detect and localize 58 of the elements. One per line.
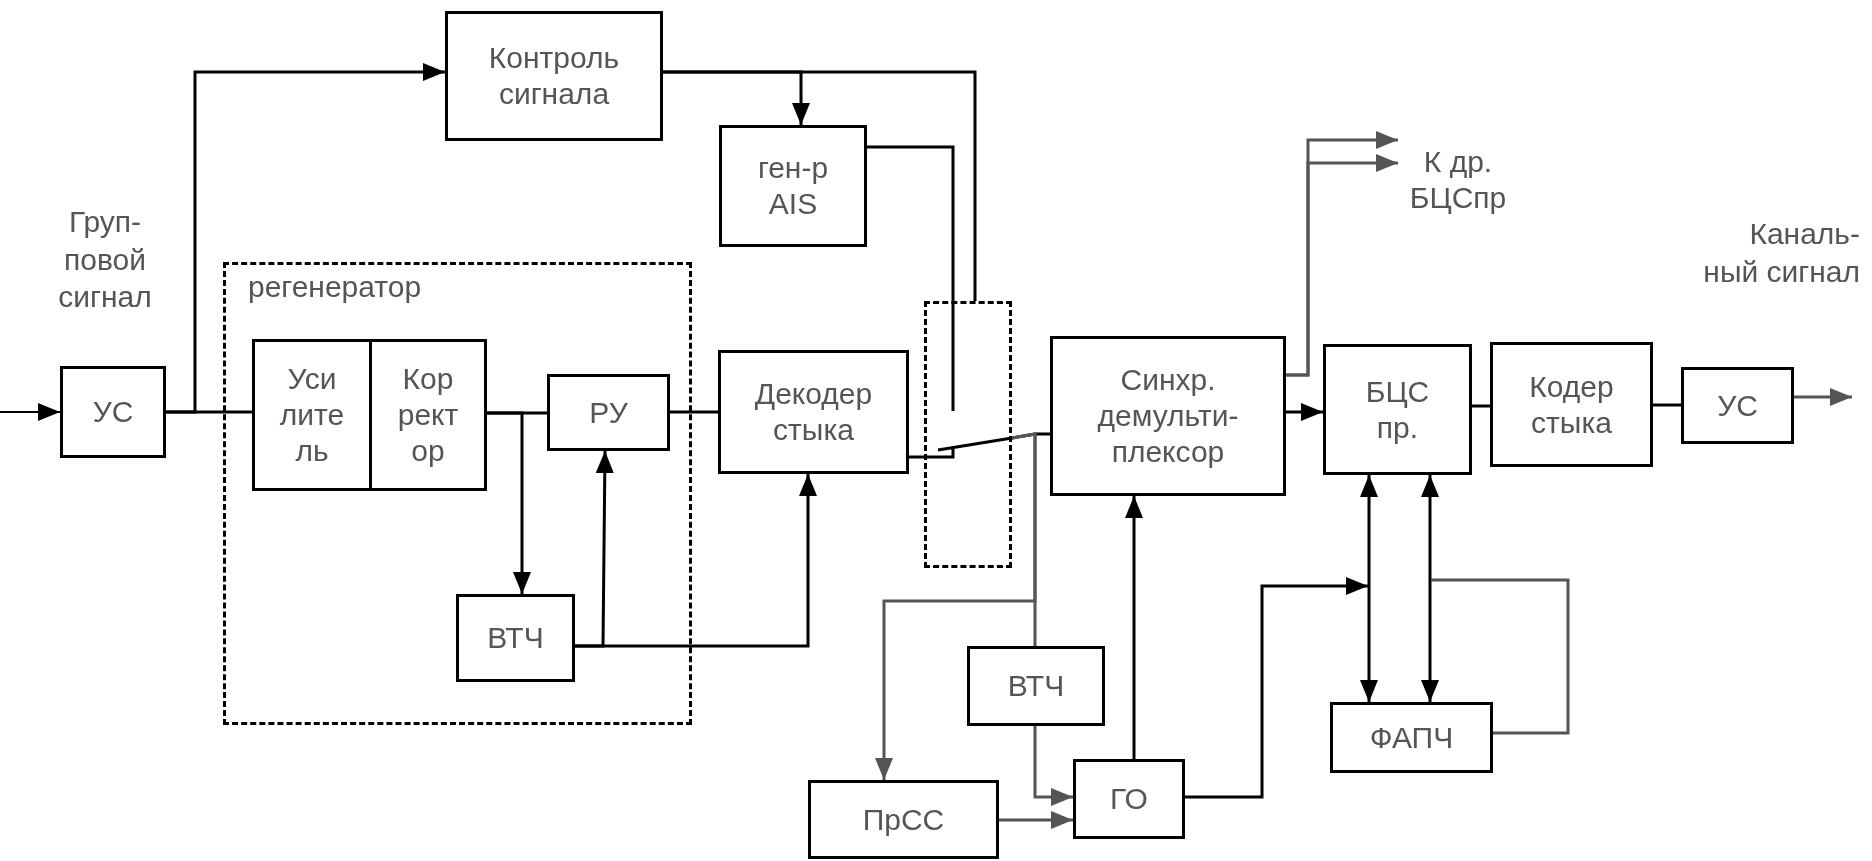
connector-line — [670, 410, 718, 414]
block-label: РУ — [589, 394, 628, 431]
arrow — [1421, 475, 1439, 702]
connector-line — [1431, 578, 1570, 735]
block-box — [1490, 342, 1653, 467]
arrow — [1185, 577, 1368, 799]
block-label: Декодер стыка — [753, 376, 874, 448]
block-label: ФАПЧ — [1369, 719, 1454, 756]
dashed-group-box — [223, 262, 692, 725]
connector-line — [867, 145, 955, 301]
block-box — [547, 374, 670, 451]
block-box — [1681, 367, 1794, 444]
block-box — [1073, 759, 1185, 839]
block-box — [456, 594, 575, 682]
block-box — [369, 339, 487, 491]
block-box — [445, 11, 663, 141]
arrow — [1360, 475, 1378, 702]
signal-label: Груп- повой сигнал — [57, 204, 153, 315]
connector-line — [1653, 403, 1681, 407]
block-label: ВТЧ — [487, 620, 544, 656]
block-box — [1330, 702, 1493, 773]
block-label: Кор рект ор — [396, 361, 460, 469]
arrow — [166, 63, 445, 414]
block-label: ВТЧ — [1007, 668, 1065, 704]
connector-line — [663, 70, 977, 301]
block-label: Синхр. демульти- плексор — [1096, 362, 1240, 470]
arrow — [487, 411, 531, 594]
connector-line — [909, 455, 924, 459]
block-label: Кодер стыка — [1528, 368, 1615, 441]
block-label: УС — [92, 394, 134, 430]
arrow — [1033, 726, 1073, 806]
switch-box — [924, 301, 1012, 568]
block-label: ГО — [1110, 781, 1148, 817]
arrow — [1794, 388, 1852, 406]
arrow — [1286, 403, 1323, 421]
arrow — [1125, 496, 1143, 759]
block-label: К др. БЦСпр — [1408, 144, 1508, 216]
block-box — [967, 646, 1105, 726]
block-box — [719, 125, 867, 247]
block-label: БЦС пр. — [1364, 373, 1431, 446]
block-box — [1323, 344, 1472, 475]
block-label: Уси лите ль — [278, 361, 346, 469]
group-title: регенератор — [248, 269, 423, 305]
block-box — [1050, 336, 1286, 496]
connector-line — [1011, 432, 1037, 646]
block-box — [60, 366, 166, 458]
block-box — [718, 350, 909, 474]
block-box — [808, 780, 999, 859]
block-box — [252, 339, 372, 491]
arrow — [575, 474, 817, 648]
arrow — [0, 403, 61, 421]
block-label: Контроль сигнала — [487, 40, 621, 112]
arrow — [999, 811, 1073, 829]
signal-label: Каналь- ный сигнал — [1702, 216, 1860, 290]
connector-line — [1472, 404, 1490, 408]
block-label: ПрСС — [862, 801, 945, 838]
block-label: УС — [1717, 387, 1758, 424]
block-label: ген-р AIS — [756, 150, 830, 222]
